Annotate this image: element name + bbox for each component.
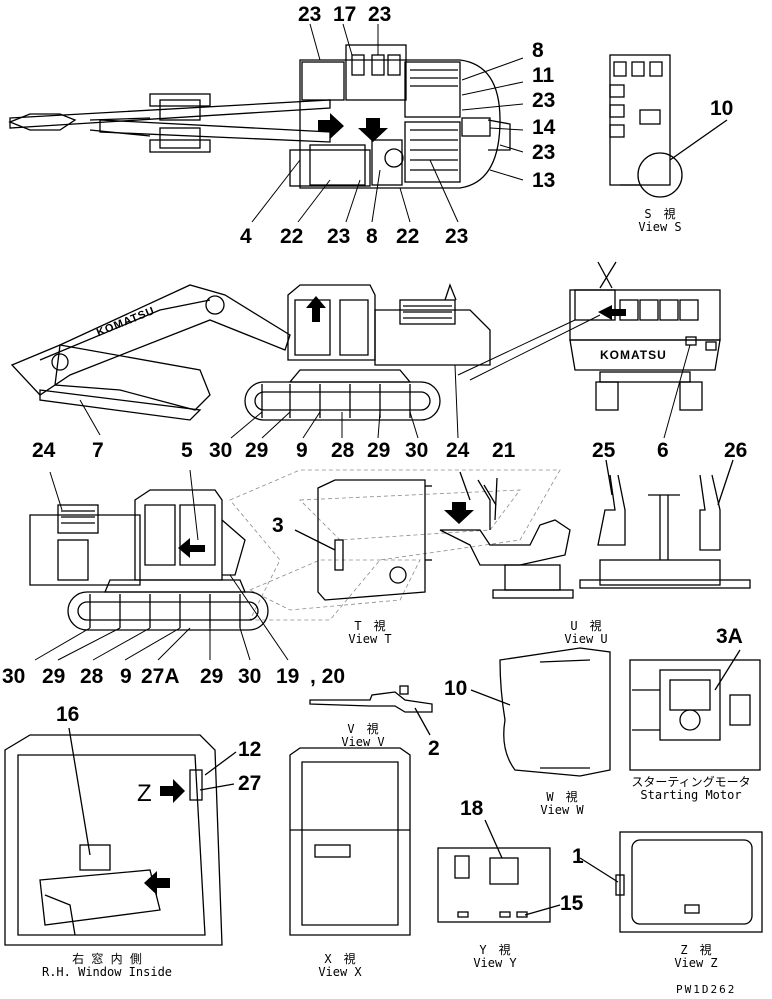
callout-27a: 27A [141, 665, 180, 688]
caption-view-v: V 視 View V [341, 722, 385, 749]
callout-30: 30 [209, 439, 233, 462]
callout-23: 23 [532, 141, 556, 164]
caption-view-w: W 視 View W [540, 790, 584, 817]
callout-3: 3 [272, 514, 284, 537]
view-u-seat-drawing [439, 471, 574, 599]
view-x-drawing [289, 747, 411, 936]
watermark-logo [229, 469, 561, 621]
arrow-icon [144, 871, 170, 895]
view-w-drawing [470, 647, 611, 777]
starting-motor-drawing [629, 649, 761, 771]
callout-30: 30 [238, 665, 262, 688]
callout-29: 29 [200, 665, 224, 688]
view-z-drawing [579, 831, 763, 933]
callout-11: 11 [532, 64, 555, 87]
callout-23: 23 [327, 225, 351, 248]
callout-29: 29 [245, 439, 269, 462]
callout-3a: 3A [716, 625, 743, 648]
callout-21: 21 [492, 439, 516, 462]
callout-25: 25 [592, 439, 616, 462]
rear-view-machine [569, 261, 721, 411]
callout-13: 13 [532, 169, 556, 192]
callout-10: 10 [710, 97, 734, 120]
side-view-right-machine [29, 489, 269, 631]
arrow-icon [306, 296, 326, 322]
side-view-left-machine [10, 283, 491, 421]
callout-19: 19 [276, 665, 300, 688]
view-z-marker: Z [137, 780, 152, 807]
callout-22: 22 [396, 225, 420, 248]
caption-rh-window-inside: 右 窓 内 側 R.H. Window Inside [41, 952, 173, 979]
callout-6: 6 [657, 439, 669, 462]
callout-27: 27 [238, 772, 262, 795]
arrow-icon [444, 502, 474, 524]
callout-30: 30 [405, 439, 429, 462]
arrow-icon [318, 113, 344, 139]
callout-4: 4 [240, 225, 252, 248]
callout-24: 24 [32, 439, 56, 462]
caption-view-y: Y 視 View Y [473, 943, 517, 970]
callout-30: 30 [2, 665, 26, 688]
arrow-icon [358, 118, 388, 142]
callout-5: 5 [181, 439, 193, 462]
callout-17: 17 [333, 3, 357, 26]
caption-starting-motor: スターティングモータ Starting Motor [631, 775, 751, 802]
callout-7: 7 [92, 439, 104, 462]
arrow-icon [598, 305, 626, 320]
caption-view-u: U 視 View U [564, 619, 608, 646]
callout-12: 12 [238, 738, 262, 761]
callout-9: 9 [296, 439, 308, 462]
rh-window-drawing [4, 727, 237, 946]
callout-10: 10 [444, 677, 468, 700]
callout-15: 15 [560, 892, 584, 915]
callout-28: 28 [80, 665, 104, 688]
callout-20: , 20 [310, 665, 346, 688]
view-y-drawing [437, 819, 561, 923]
callout-8: 8 [532, 39, 544, 62]
caption-view-x: X 視 View X [318, 952, 362, 979]
view-s-drawing [609, 54, 728, 198]
callout-23: 23 [368, 3, 392, 26]
callout-8: 8 [366, 225, 378, 248]
callout-14: 14 [532, 116, 556, 139]
callout-29: 29 [367, 439, 391, 462]
callout-24: 24 [446, 439, 470, 462]
arrow-icon [160, 779, 185, 803]
callout-26: 26 [724, 439, 748, 462]
counterweight-brand-label: KOMATSU [600, 348, 667, 362]
arrow-icon [178, 538, 205, 558]
top-view-machine [8, 44, 511, 189]
callout-9: 9 [120, 665, 132, 688]
callout-1: 1 [572, 845, 584, 868]
callout-16: 16 [56, 703, 80, 726]
callout-28: 28 [331, 439, 355, 462]
caption-view-z: Z 視 View Z [674, 943, 718, 970]
callout-22: 22 [280, 225, 304, 248]
view-u-controls-drawing [579, 459, 751, 589]
callout-29: 29 [42, 665, 66, 688]
view-t-drawing [294, 479, 432, 601]
callout-23: 23 [445, 225, 469, 248]
callout-23: 23 [532, 89, 556, 112]
callout-18: 18 [460, 797, 484, 820]
callout-2: 2 [428, 737, 440, 760]
callout-23: 23 [298, 3, 322, 26]
view-v-drawing [309, 685, 433, 736]
drawing-code: PW1D262 [676, 983, 737, 996]
caption-view-s: S 視 View S [638, 207, 682, 234]
caption-view-t: T 視 View T [348, 619, 392, 646]
